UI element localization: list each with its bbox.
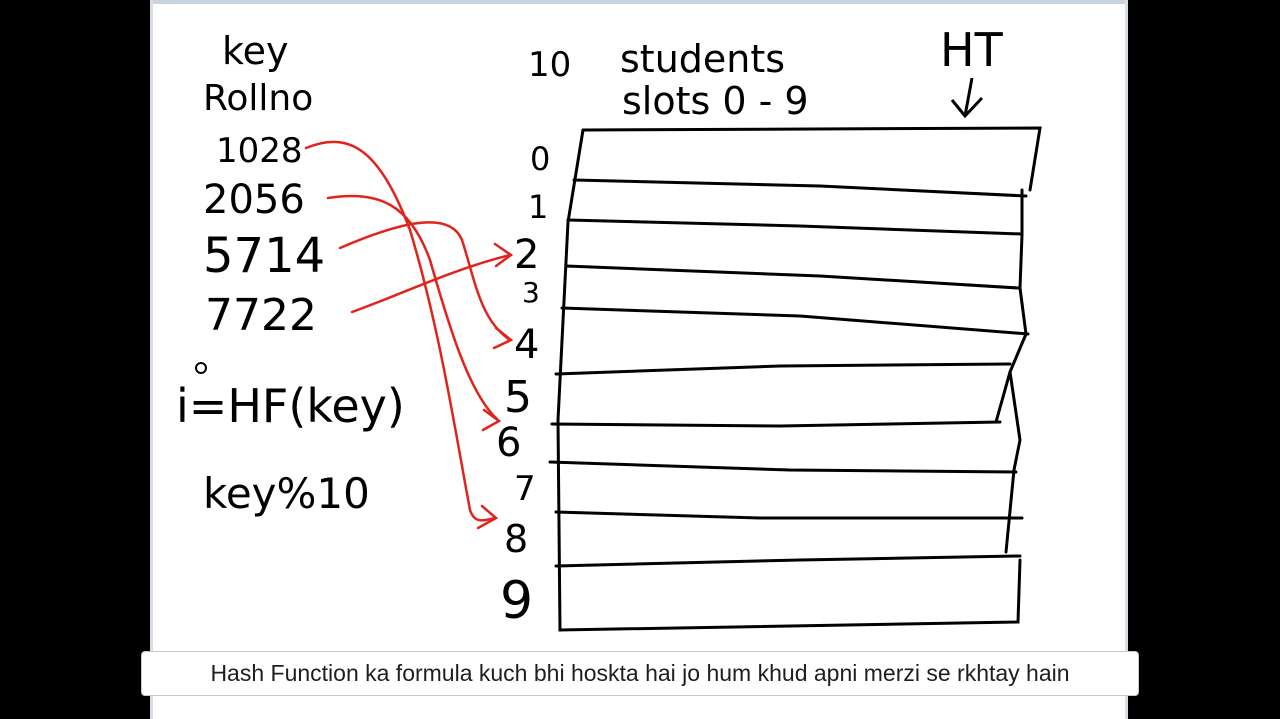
slot-index-5: 5 (504, 372, 532, 423)
slot-index-4: 4 (514, 322, 539, 368)
slot-index-3: 3 (522, 276, 540, 309)
arrow-5714-to-4 (338, 221, 512, 342)
subtitle-caption: Hash Function ka formula kuch bhi hoskta… (141, 651, 1139, 696)
slot-index-8: 8 (504, 517, 528, 561)
arrowhead-2 (493, 242, 514, 268)
key-7722: 7722 (205, 290, 317, 341)
frame-top-border (153, 0, 1125, 4)
slot-index-2: 2 (514, 232, 539, 278)
slot-index-7: 7 (514, 469, 536, 509)
whiteboard-frame (150, 0, 1128, 719)
arrow-7722-to-2 (350, 253, 512, 314)
arrowhead-4 (492, 326, 514, 350)
arrowhead-6 (481, 408, 502, 432)
rollno-label: Rollno (203, 78, 313, 119)
slot-index-1: 1 (528, 188, 548, 226)
key-2056: 2056 (203, 177, 305, 223)
title-slots: slots 0 - 9 (622, 79, 809, 123)
ht-label: HT (940, 23, 1004, 77)
mapping-arrows (304, 140, 514, 530)
arrowhead-8 (476, 504, 499, 530)
key-1028: 1028 (216, 131, 303, 171)
hash-table (548, 126, 1042, 632)
slot-index-6: 6 (496, 420, 521, 466)
slot-index-0: 0 (530, 140, 550, 178)
hash-rule: key%10 (203, 469, 370, 518)
key-5714: 5714 (203, 228, 325, 284)
title-students: students (620, 37, 785, 81)
ht-pointer-arrow (950, 77, 984, 119)
slot-index-9: 9 (500, 571, 533, 631)
formula: i=HF(key) (176, 379, 405, 433)
formula-i-dot (195, 362, 207, 374)
key-label: key (222, 29, 289, 73)
arrow-1028-to-8 (304, 140, 497, 522)
title-count: 10 (528, 45, 571, 85)
arrow-2056-to-6 (326, 194, 500, 422)
